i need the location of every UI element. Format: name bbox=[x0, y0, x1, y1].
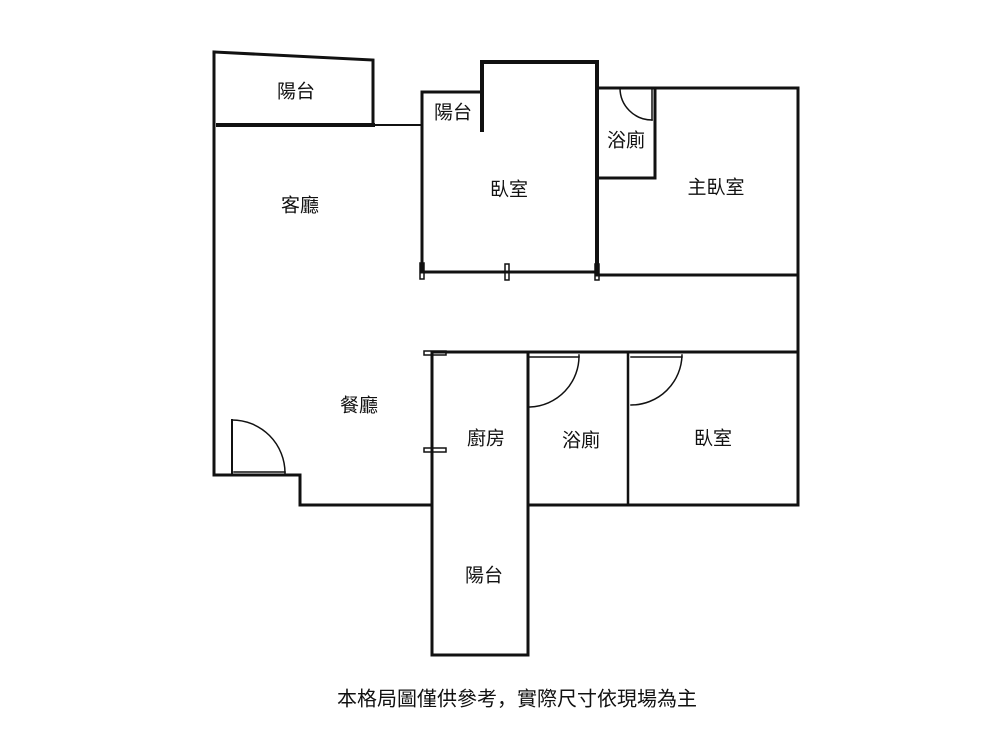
room-label-balcony-south: 陽台 bbox=[464, 564, 504, 587]
room-label-dining-room: 餐廳 bbox=[339, 394, 379, 417]
wall bbox=[595, 86, 657, 180]
room-label-master-bedroom: 主臥室 bbox=[687, 176, 745, 199]
wall bbox=[212, 50, 375, 127]
disclaimer-caption: 本格局圖僅供參考，實際尺寸依現場為主 bbox=[337, 686, 697, 711]
door-arc bbox=[619, 87, 653, 121]
window-post bbox=[419, 262, 425, 280]
room-label-balcony-small: 陽台 bbox=[433, 101, 473, 124]
window-post bbox=[504, 263, 510, 281]
wall bbox=[420, 90, 484, 274]
room-label-bedroom: 臥室 bbox=[489, 178, 529, 201]
window-post bbox=[594, 263, 600, 281]
wall bbox=[595, 86, 800, 507]
wall bbox=[480, 60, 599, 274]
room-label-bedroom-south: 臥室 bbox=[693, 427, 733, 450]
room-label-balcony: 陽台 bbox=[276, 80, 316, 103]
wall bbox=[430, 350, 530, 657]
room-label-bathroom-south: 浴廁 bbox=[561, 429, 601, 452]
room-label-kitchen: 廚房 bbox=[466, 427, 506, 450]
wall bbox=[212, 50, 434, 507]
door-arc bbox=[529, 354, 580, 408]
room-label-living-room: 客廳 bbox=[280, 194, 320, 217]
door-arc bbox=[630, 354, 683, 406]
window-post bbox=[423, 447, 447, 453]
entrance-door-arc bbox=[231, 419, 286, 474]
room-label-bathroom: 浴廁 bbox=[606, 129, 646, 152]
window-post bbox=[423, 350, 447, 356]
